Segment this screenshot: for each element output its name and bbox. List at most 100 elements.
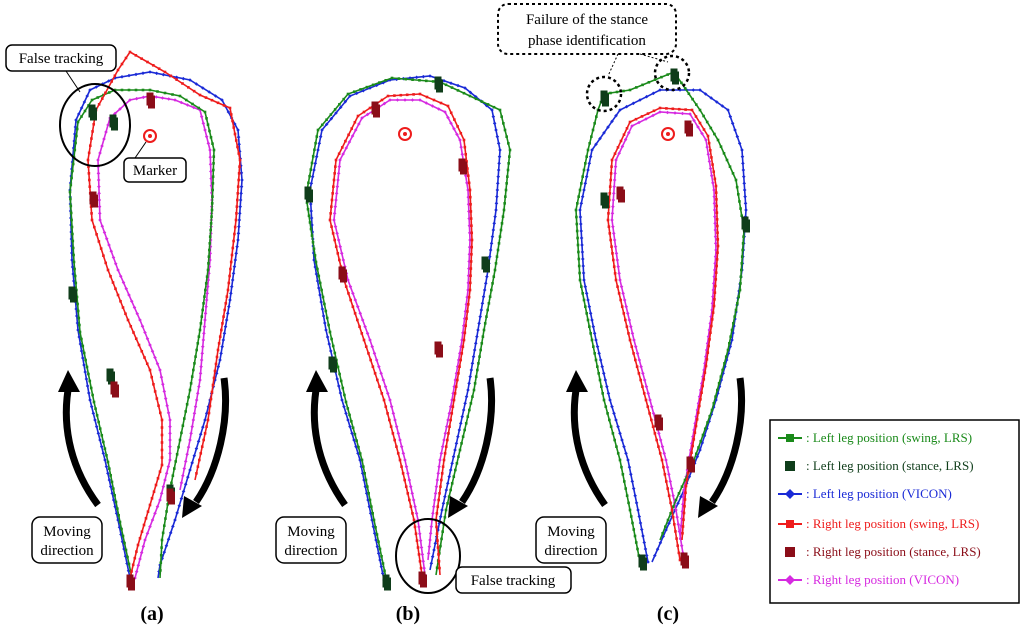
left-swing-c-point [664, 525, 667, 528]
right-swing-b-point [435, 512, 439, 515]
left-swing-c-point [705, 120, 709, 124]
left-swing-c-point [588, 325, 591, 328]
right-swing-c-point [716, 224, 719, 228]
left-swing-c-point [713, 132, 716, 136]
left-vicon-b-point [464, 394, 469, 399]
left-vicon-c-point [588, 311, 593, 316]
left-swing-c-point [738, 288, 742, 292]
left-vicon-b-point [319, 300, 323, 304]
left-swing-a-point [94, 407, 97, 410]
right-swing-b-point [452, 398, 456, 402]
left-swing-c-point [740, 214, 744, 218]
left-vicon-b-point [495, 188, 500, 192]
left-vicon-b-point [343, 99, 348, 104]
left-stance-c-square [602, 99, 609, 107]
left-swing-c-point [578, 271, 581, 275]
left-vicon-a-point [236, 128, 240, 132]
right-vicon-a-point [129, 299, 134, 304]
right-swing-a-point [224, 302, 228, 305]
right-vicon-b-point [419, 545, 424, 550]
left-vicon-b-point [478, 314, 483, 319]
left-vicon-b-point [457, 428, 462, 432]
right-vicon-c-point [630, 331, 635, 336]
left-swing-b-point [461, 435, 465, 438]
right-swing-c-point [637, 372, 641, 375]
legend-item: : Left leg position (stance, LRS) [785, 458, 974, 473]
right-swing-b-point [467, 181, 471, 185]
right-swing-c-point [648, 412, 651, 415]
left-swing-b-point [372, 518, 376, 522]
right-vicon-b-point [465, 181, 469, 185]
right-swing-b-point [444, 445, 448, 448]
left-swing-b-point [323, 302, 326, 306]
moving-direction-callout-c: Moving direction [535, 516, 607, 564]
right-swing-a-point [104, 261, 108, 265]
left-swing-c-point [712, 402, 716, 405]
right-swing-b-point [393, 438, 396, 442]
left-swing-a-point [208, 235, 212, 238]
left-swing-b-point [325, 118, 328, 122]
left-swing-a-point [210, 215, 213, 218]
failure-circle-2 [653, 54, 691, 92]
right-swing-b-point [409, 505, 413, 508]
right-vicon-b-point [360, 318, 365, 322]
left-vicon-a-point [106, 471, 110, 476]
left-swing-b-point [500, 115, 503, 118]
left-vicon-a-point [117, 525, 122, 530]
left-swing-a-point [184, 410, 188, 413]
right-vicon-a-point [203, 311, 208, 316]
right-swing-c-point [625, 127, 629, 130]
left-vicon-a-point [238, 204, 243, 209]
right-swing-c-point [711, 311, 715, 314]
left-swing-a-point [195, 348, 198, 352]
right-vicon-a-point [121, 280, 126, 285]
left-swing-a-point [75, 134, 78, 138]
left-swing-a-point [194, 355, 197, 358]
right-swing-c-point [677, 107, 681, 111]
left-swing-a-point [184, 98, 188, 102]
trajectory-panel-b [304, 74, 512, 591]
right-swing-a-point [114, 287, 117, 291]
right-swing-a-point [236, 198, 239, 202]
left-stance-c-square [743, 225, 750, 233]
right-vicon-b-point [355, 304, 360, 309]
right-vicon-c-point [665, 465, 670, 469]
right-vicon-c-point [612, 184, 617, 189]
right-swing-b-point [418, 92, 422, 96]
right-vicon-b-point [431, 504, 436, 509]
right-swing-c-point [701, 384, 704, 388]
left-swing-a-point [200, 315, 204, 318]
right-vicon-c-point [621, 291, 625, 296]
left-vicon-b-point [360, 471, 365, 476]
right-vicon-a-point [162, 389, 167, 394]
left-vicon-c-point [608, 398, 612, 402]
right-vicon-a-point [148, 524, 152, 529]
left-vicon-c-point [714, 398, 718, 402]
right-swing-a-point [145, 362, 149, 366]
left-vicon-b-point [314, 154, 319, 159]
left-swing-a-point [208, 242, 212, 245]
left-vicon-c-point [595, 344, 600, 349]
left-swing-b-point [383, 569, 386, 573]
right-swing-a-point [181, 82, 184, 85]
right-vicon-a-point [199, 114, 204, 119]
left-vicon-c-point [702, 433, 707, 438]
right-swing-c-point [682, 511, 686, 515]
right-swing-a-point [155, 397, 159, 400]
right-swing-b-point [470, 245, 474, 249]
right-swing-b-point [438, 566, 441, 570]
false-tracking-circle-b [395, 518, 461, 594]
right-vicon-c-point [680, 111, 685, 116]
right-vicon-b-point [428, 538, 432, 542]
left-vicon-c-point [588, 154, 593, 159]
left-swing-c-point [735, 185, 739, 189]
arrow-a-up [62, 389, 101, 508]
right-vicon-a-point [204, 304, 208, 309]
right-vicon-c-point [610, 211, 615, 216]
left-stance-b-square [436, 85, 443, 93]
left-swing-c-point [590, 338, 594, 342]
left-swing-c-point [691, 97, 694, 101]
right-swing-c-point [694, 115, 698, 118]
left-swing-a-point [110, 480, 114, 484]
right-vicon-a-point [183, 459, 188, 464]
